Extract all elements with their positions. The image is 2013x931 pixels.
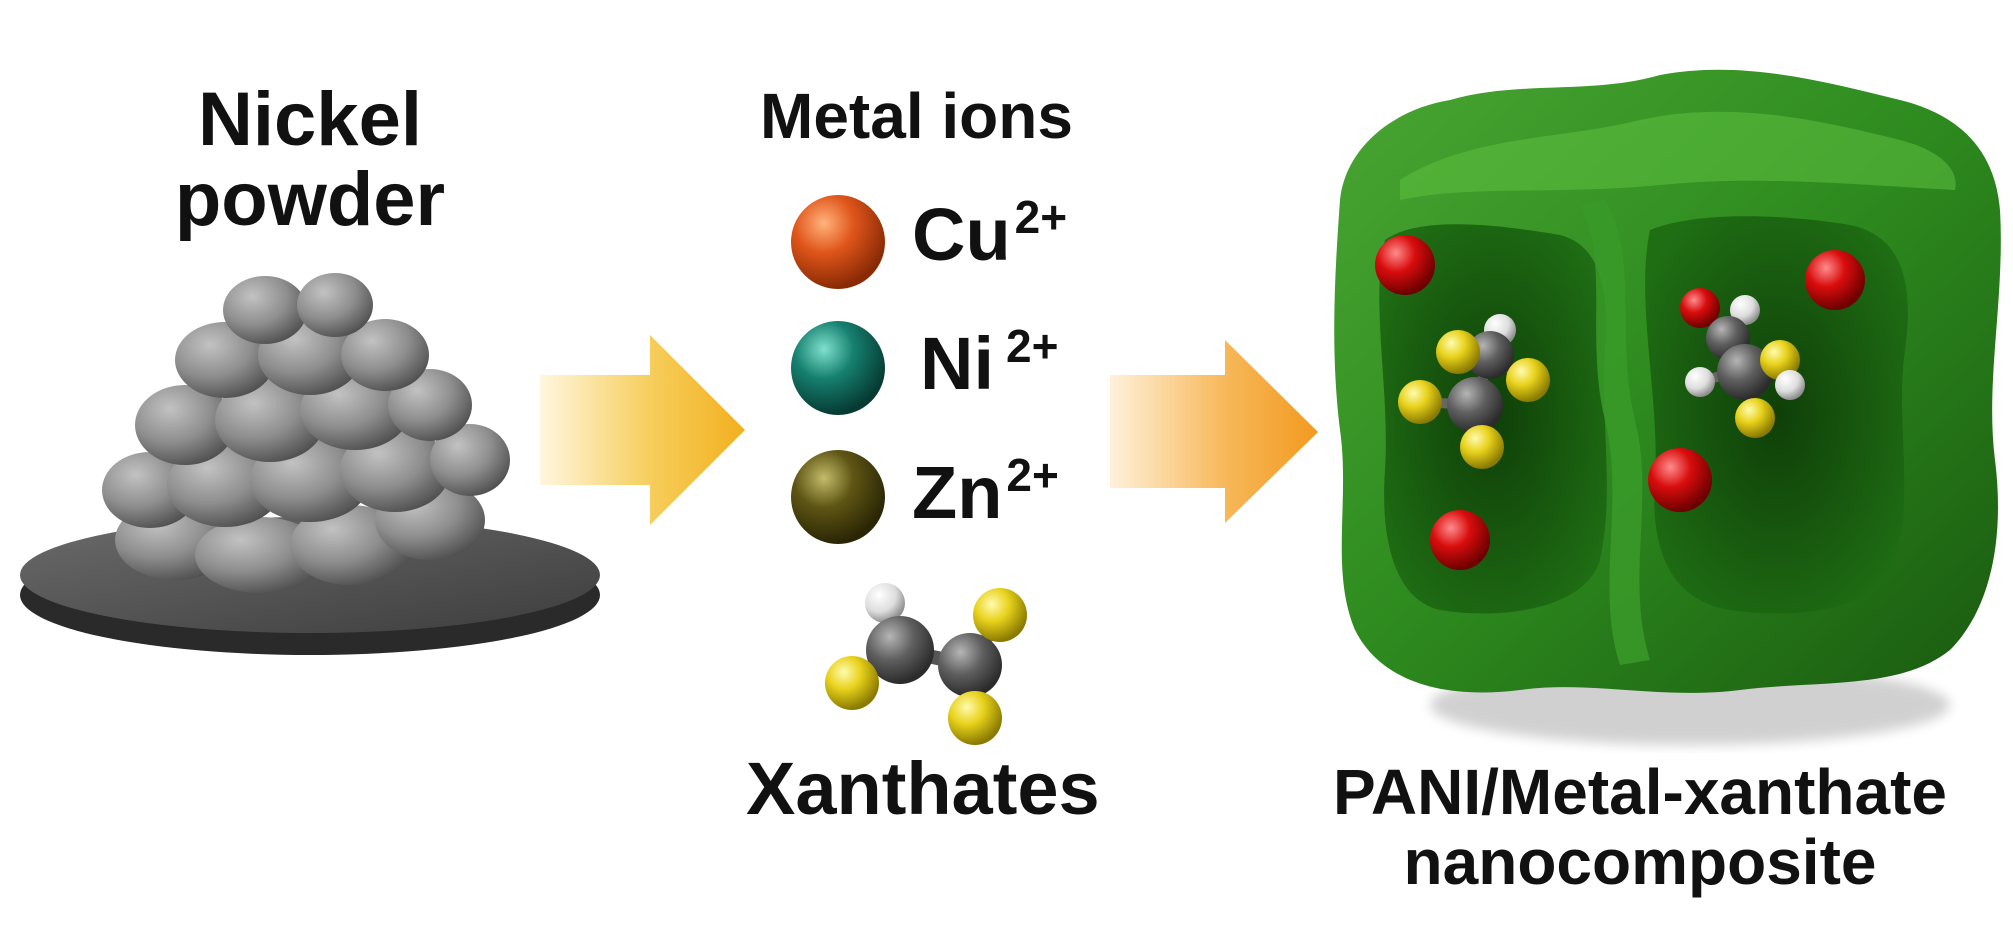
hydrogen-atom bbox=[1685, 367, 1715, 397]
sulfur-atom bbox=[825, 656, 879, 710]
xanthates-label: Xanthates bbox=[746, 747, 1100, 830]
xanthate-molecule-left bbox=[1398, 314, 1550, 469]
zn-symbol: Zn bbox=[912, 451, 1003, 534]
sulfur-atom bbox=[948, 691, 1002, 745]
carbon-atom bbox=[938, 633, 1002, 697]
nanocomposite-cube bbox=[1334, 69, 2001, 745]
nanocomposite-line2: nanocomposite bbox=[1403, 826, 1877, 898]
cu-ion-label: Cu2+ bbox=[912, 194, 1067, 272]
nanocomposite-label: PANI/Metal-xanthate nanocomposite bbox=[1280, 760, 2000, 894]
hydrogen-atom bbox=[865, 583, 905, 623]
hydrogen-atom bbox=[1730, 295, 1760, 325]
sulfur-atom bbox=[1735, 398, 1775, 438]
nickel-powder-illustration bbox=[20, 273, 600, 655]
sulfur-atom bbox=[973, 588, 1027, 642]
xanthate-molecule bbox=[825, 583, 1027, 745]
metal-ion-sphere bbox=[1648, 448, 1712, 512]
cu-ion-sphere bbox=[791, 195, 885, 289]
carbon-atom bbox=[866, 616, 934, 684]
metal-ion-sphere bbox=[1680, 288, 1720, 328]
arrow-right-2 bbox=[1110, 340, 1318, 523]
ni-ion-sphere bbox=[791, 321, 885, 415]
carbon-atom bbox=[1717, 344, 1773, 400]
sulfur-atom bbox=[1506, 358, 1550, 402]
metal-ions-title: Metal ions bbox=[760, 80, 1073, 152]
sulfur-atom bbox=[1436, 330, 1480, 374]
arrow-right-1 bbox=[540, 335, 745, 525]
cu-symbol: Cu bbox=[912, 193, 1011, 276]
polymer-top-highlight bbox=[1400, 111, 1956, 200]
nickel-powder-line1: Nickel bbox=[198, 77, 422, 162]
nanocomposite-line1: PANI/Metal-xanthate bbox=[1332, 756, 1948, 828]
zn-ion-label: Zn2+ bbox=[912, 452, 1059, 530]
cu-charge: 2+ bbox=[1014, 191, 1068, 243]
sulfur-atom bbox=[1460, 425, 1504, 469]
zn-charge: 2+ bbox=[1006, 449, 1059, 501]
powder-pile bbox=[102, 273, 510, 593]
sulfur-atom bbox=[1398, 380, 1442, 424]
zn-ion-sphere bbox=[791, 450, 885, 544]
ni-symbol: Ni bbox=[920, 322, 994, 405]
polymer-ridge bbox=[1580, 200, 1650, 665]
pore-cavity-right bbox=[1645, 216, 1908, 614]
nickel-powder-label: Nickel powder bbox=[110, 82, 510, 238]
ni-charge: 2+ bbox=[1006, 320, 1059, 372]
metal-ion-sphere bbox=[1430, 510, 1490, 570]
metal-ion-sphere bbox=[1375, 235, 1435, 295]
nickel-powder-line2: powder bbox=[174, 157, 446, 242]
carbon-atom bbox=[1447, 377, 1503, 433]
metal-ion-sphere bbox=[1805, 250, 1865, 310]
hydrogen-atom bbox=[1775, 370, 1805, 400]
xanthate-molecule-right bbox=[1685, 295, 1805, 438]
